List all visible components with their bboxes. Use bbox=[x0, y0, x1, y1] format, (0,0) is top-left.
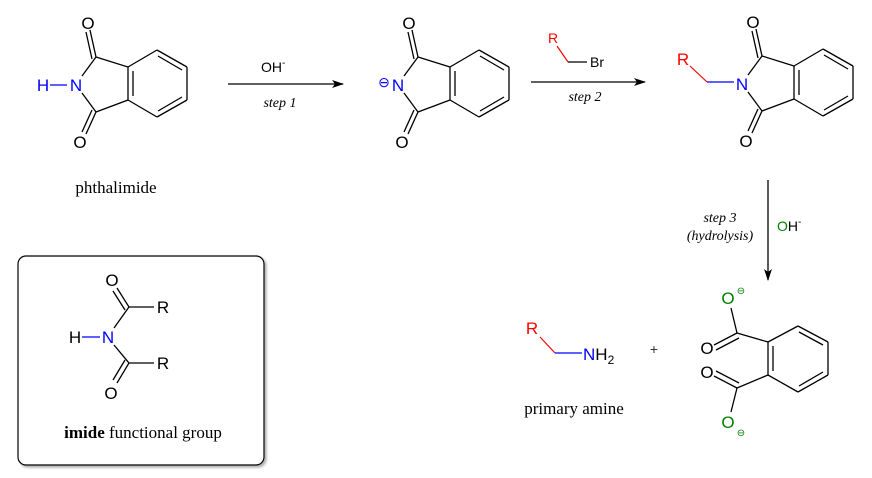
oxygen-atom: O bbox=[402, 14, 415, 33]
phthalimide-molecule: O O N H phthalimide bbox=[37, 14, 157, 197]
step2-arrow: R Br step 2 bbox=[531, 30, 646, 105]
primary-amine-label: primary amine bbox=[524, 399, 624, 418]
phthalimide-skeleton bbox=[81, 29, 188, 135]
negative-charge-icon: ⊖ bbox=[737, 286, 745, 297]
r-group: R bbox=[548, 30, 558, 46]
step1-reagent: OH- bbox=[261, 58, 285, 75]
step1-arrow: OH- step 1 bbox=[228, 58, 344, 111]
oxygen-atom: O bbox=[739, 132, 752, 151]
carboxylate-oxygen: O bbox=[721, 289, 734, 308]
carboxylate-oxygen: O bbox=[721, 413, 734, 432]
hydrogen-atom: H bbox=[69, 328, 81, 347]
nitrogen-atom: N bbox=[102, 328, 114, 347]
step1-label: step 1 bbox=[263, 96, 296, 111]
phthalimide-label: phthalimide bbox=[75, 178, 156, 197]
oxygen-atom: O bbox=[81, 14, 94, 33]
step3-label: step 3 bbox=[703, 211, 736, 226]
r-group: R bbox=[157, 298, 169, 317]
step3-reagent: OH- bbox=[777, 217, 801, 234]
phthalimide-anion: O O N ⊖ bbox=[378, 14, 510, 152]
oxygen-atom: O bbox=[395, 133, 408, 152]
primary-amine: R NH2 primary amine bbox=[524, 319, 624, 418]
imide-label: imide functional group bbox=[64, 423, 222, 442]
r-group: R bbox=[526, 319, 538, 338]
carbonyl-oxygen: O bbox=[700, 339, 713, 358]
amine-group: NH2 bbox=[583, 345, 615, 367]
negative-charge-icon: ⊖ bbox=[378, 74, 390, 90]
plus-sign: + bbox=[650, 341, 658, 357]
nitrogen-atom: N bbox=[392, 76, 404, 95]
step3-arrow: step 3 (hydrolysis) OH- bbox=[687, 180, 801, 281]
oxygen-atom: O bbox=[73, 133, 86, 152]
negative-charge-icon: ⊖ bbox=[737, 428, 745, 439]
hydrogen-atom: H bbox=[37, 76, 49, 95]
r-group: R bbox=[157, 354, 169, 373]
imide-functional-group-box: O O R R N H imide functional group bbox=[17, 255, 265, 466]
oxygen-atom: O bbox=[746, 13, 759, 32]
oxygen-atom: O bbox=[105, 271, 118, 290]
step3-sublabel: (hydrolysis) bbox=[687, 229, 754, 244]
n-alkylphthalimide: O O N R bbox=[677, 13, 854, 151]
carbonyl-oxygen: O bbox=[700, 363, 713, 382]
bromine-atom: Br bbox=[590, 54, 604, 70]
phthalate-dianion: O ⊖ O O O ⊖ bbox=[700, 286, 829, 439]
oxygen-atom: O bbox=[104, 384, 117, 403]
nitrogen-atom: N bbox=[736, 75, 748, 94]
r-group: R bbox=[677, 50, 689, 69]
step2-label: step 2 bbox=[568, 90, 601, 105]
nitrogen-atom: N bbox=[70, 76, 82, 95]
